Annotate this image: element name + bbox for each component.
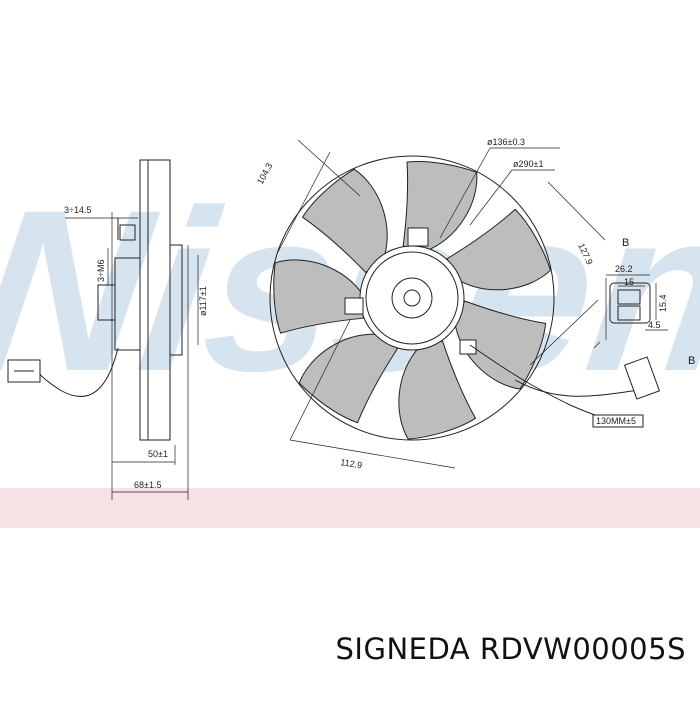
fan-blades bbox=[273, 161, 552, 440]
watermark-band bbox=[0, 488, 700, 528]
dim-motor-diameter: ø117±1 bbox=[198, 286, 208, 316]
dim-total-depth: 68±1.5 bbox=[134, 480, 161, 490]
label-b-detail: B bbox=[622, 237, 629, 249]
part-caption: SIGNEDA RDVW00005S bbox=[335, 632, 686, 666]
dim-connector-pin: 4.5 bbox=[648, 320, 661, 330]
label-b-cable: B bbox=[688, 355, 695, 367]
fan-blade bbox=[453, 300, 547, 390]
dim-thread: 3÷M6 bbox=[96, 260, 106, 282]
fan-blade bbox=[298, 333, 399, 424]
fan-blade bbox=[273, 259, 365, 334]
dim-fan-diameter: ø290±1 bbox=[513, 159, 543, 169]
front-view bbox=[269, 139, 661, 469]
dim-cable-length: 130MM±5 bbox=[596, 416, 636, 426]
dim-motor-depth: 50±1 bbox=[148, 449, 168, 459]
fan-blade bbox=[446, 208, 552, 291]
dim-connector-inner: 15 bbox=[624, 277, 634, 287]
dim-hub-diameter: ø136±0.3 bbox=[487, 137, 525, 147]
dim-connector-width: 26.2 bbox=[615, 264, 633, 274]
fan-blade bbox=[398, 340, 477, 440]
dim-connector-height: 15.4 bbox=[658, 294, 668, 312]
dim-mount-offset: 3÷14.5 bbox=[64, 205, 91, 215]
side-view bbox=[7, 159, 199, 500]
connector-detail bbox=[593, 274, 668, 349]
fan-blade bbox=[301, 168, 388, 274]
dim-arc-bottom: 112.9 bbox=[340, 457, 363, 470]
